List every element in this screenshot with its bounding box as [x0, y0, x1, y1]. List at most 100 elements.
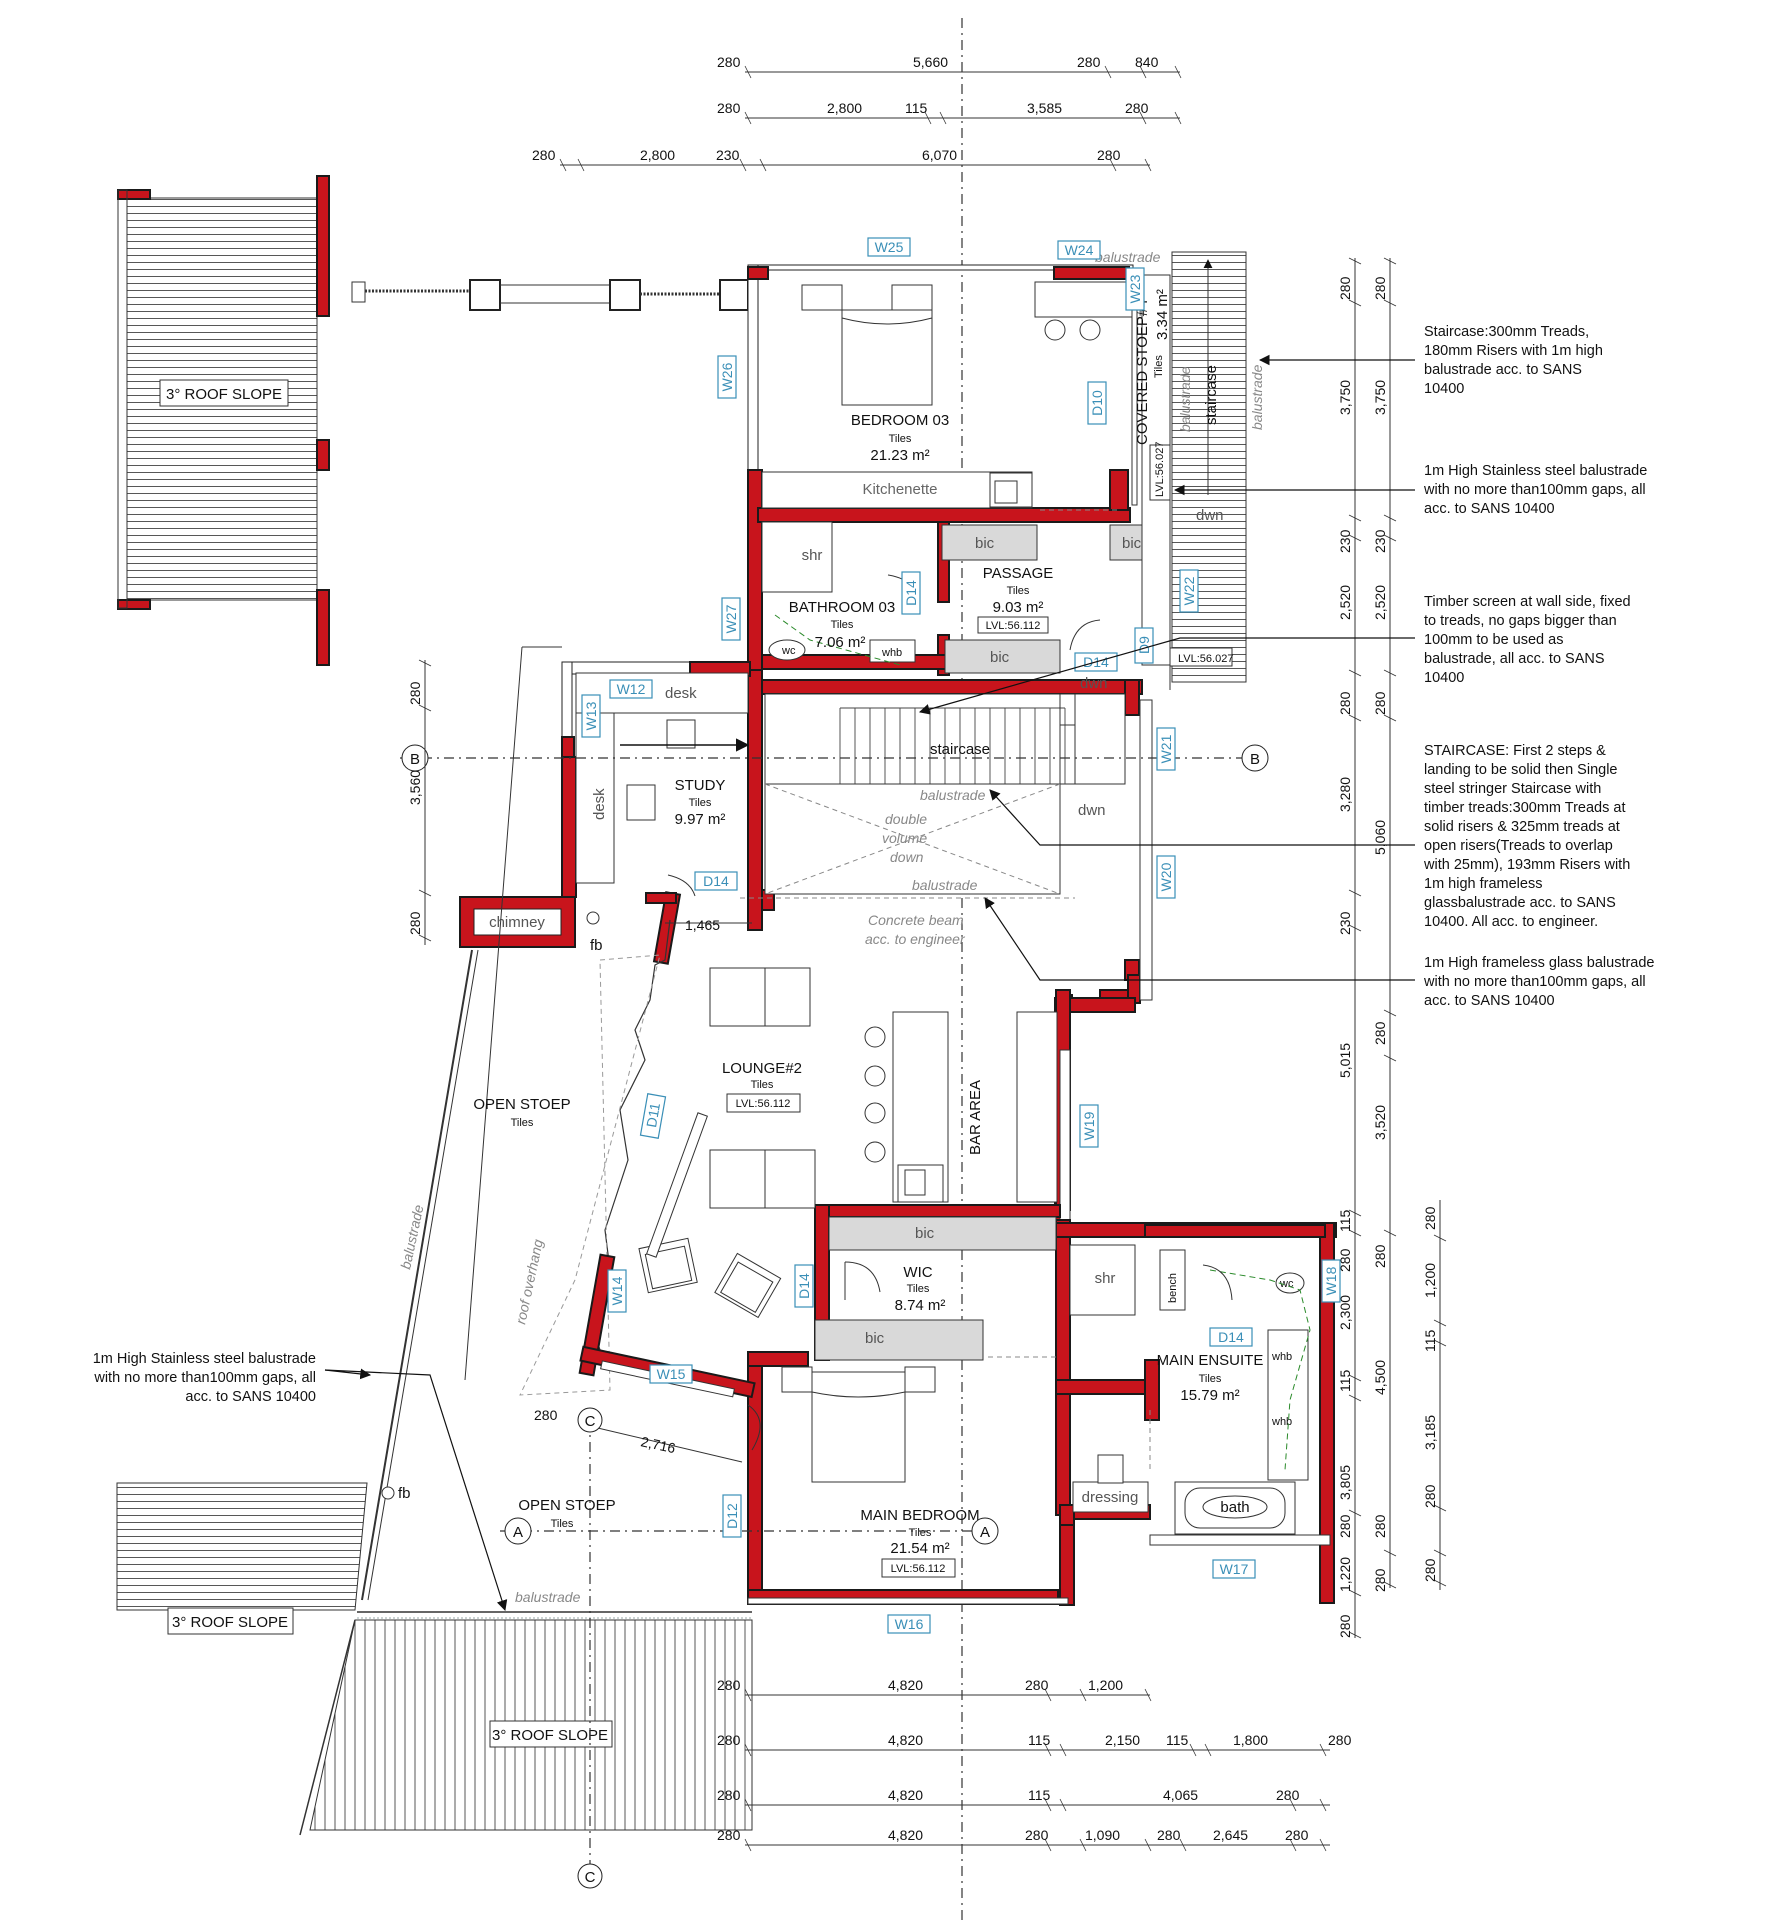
- note3-line0: Timber screen at wall side, fixed: [1424, 594, 1631, 610]
- dim-r2-9: 4,500: [1372, 1360, 1388, 1395]
- roof-slope-label-1: 3° ROOF SLOPE: [166, 386, 282, 403]
- dim-bot4-5: 2,645: [1213, 1827, 1248, 1843]
- stoep-area: 3.34 m²: [1154, 289, 1171, 340]
- dim-bot4-3: 1,090: [1085, 1827, 1120, 1843]
- dim-r2-4: 280: [1372, 691, 1388, 715]
- note1-line2: balustrade acc. to SANS: [1424, 362, 1582, 378]
- dim-r1-6: 230: [1337, 911, 1353, 935]
- grid-c-bottom: C: [585, 1869, 596, 1886]
- ensuite-shr: shr: [1095, 1270, 1116, 1287]
- ensuite-bath: bath: [1220, 1499, 1249, 1516]
- dim-bot3-3: 4,065: [1163, 1787, 1198, 1803]
- left-dimensions: 280 3,560 280: [407, 659, 432, 945]
- lounge-level: LVL:56.112: [736, 1098, 791, 1110]
- dim-top2-2: 115: [905, 100, 928, 116]
- fb-label-1: fb: [590, 937, 603, 954]
- dim-r1-7: 5,015: [1337, 1043, 1353, 1078]
- study-desk-top: desk: [665, 685, 697, 702]
- dim-r3-4: 280: [1422, 1484, 1438, 1508]
- dim-top3-4: 280: [1097, 147, 1121, 163]
- tag-w13: W13: [583, 701, 599, 730]
- passage-finish: Tiles: [1007, 585, 1030, 597]
- dim-r2-1: 3,750: [1372, 380, 1388, 415]
- roof-bottom-left: 3° ROOF SLOPE 3° ROOF SLOPE: [116, 1482, 753, 1836]
- tag-d9: D9: [1136, 636, 1152, 654]
- note4-line0: STAIRCASE: First 2 steps &: [1424, 743, 1606, 759]
- notes: Staircase:300mm Treads, 180mm Risers wit…: [93, 324, 1655, 1405]
- dim-top1-0: 280: [717, 54, 741, 70]
- concrete-beam-2: acc. to engineer: [865, 931, 966, 947]
- bottom-dimensions: 280 4,820 280 1,200 280 4,820 115 2,150 …: [717, 1677, 1352, 1852]
- dv-double: double: [885, 811, 927, 827]
- passage-bic-1: bic: [975, 535, 995, 552]
- dim-r1-11: 115: [1337, 1369, 1353, 1392]
- study: desk desk STUDY Tiles 9.97 m²: [561, 661, 751, 898]
- staircase-label: staircase: [930, 741, 990, 758]
- tag-d14-a: D14: [903, 580, 919, 606]
- passage-bic-3: bic: [990, 649, 1010, 666]
- balustrade-lower: balustrade: [515, 1589, 581, 1605]
- dim-r1-15: 280: [1337, 1614, 1353, 1638]
- wic-area: 8.74 m²: [895, 1297, 946, 1314]
- concrete-beam-1: Concrete beam: [868, 912, 964, 928]
- note2-line0: 1m High Stainless steel balustrade: [1424, 463, 1647, 479]
- bathroom03-finish: Tiles: [831, 619, 854, 631]
- study-desk-left: desk: [591, 788, 608, 820]
- dim-r1-2: 230: [1337, 529, 1353, 553]
- tag-w21: W21: [1158, 734, 1174, 763]
- stoep-balustrade-top: balustrade: [1095, 249, 1161, 265]
- dim-r1-8: 115: [1337, 1209, 1353, 1232]
- dim-bot3-1: 4,820: [888, 1787, 923, 1803]
- note4-line4: solid risers & 325mm treads at: [1424, 819, 1620, 835]
- note4-line2: steel stringer Staircase with: [1424, 781, 1601, 797]
- bathroom03-whb: whb: [881, 647, 902, 659]
- study-finish: Tiles: [689, 797, 712, 809]
- balustrade-diag: balustrade: [397, 1203, 426, 1270]
- passage-name: PASSAGE: [983, 565, 1054, 582]
- bedroom-03: BEDROOM 03 Tiles 21.23 m² Kitchenette: [761, 281, 1136, 509]
- dim-bot2-0: 280: [717, 1732, 741, 1748]
- dim-r3-0: 280: [1422, 1206, 1438, 1230]
- dim-top1-3: 840: [1135, 54, 1159, 70]
- note5-line0: 1m High frameless glass balustrade: [1424, 955, 1655, 971]
- dim-top3-0: 280: [532, 147, 556, 163]
- tag-w17: W17: [1220, 1561, 1249, 1577]
- passage: bic bic bic PASSAGE Tiles 9.03 m² LVL:56…: [941, 509, 1163, 674]
- walls-upper: [747, 264, 1143, 1239]
- wic-bic-1: bic: [915, 1225, 935, 1242]
- dim-top1-2: 280: [1077, 54, 1101, 70]
- note1-line0: Staircase:300mm Treads,: [1424, 324, 1589, 340]
- dim-left-1: 3,560: [407, 770, 423, 805]
- dim-bot2-4: 115: [1166, 1732, 1189, 1748]
- top-dimensions: 280 5,660 280 840 280 2,800 115 3,585 28…: [532, 54, 1182, 172]
- dim-r3-5: 280: [1422, 1558, 1438, 1582]
- lounge-name: LOUNGE#2: [722, 1060, 802, 1077]
- dim-r2-0: 280: [1372, 276, 1388, 300]
- stoep-dwn: dwn: [1196, 507, 1224, 524]
- dim-r3-1: 1,200: [1422, 1263, 1438, 1298]
- dim-bot1-2: 280: [1025, 1677, 1049, 1693]
- note6-line1: with no more than100mm gaps, all: [93, 1370, 316, 1386]
- bathroom-03: shr wc whb BATHROOM 03 Tiles 7.06 m²: [761, 521, 921, 666]
- passage-dwn: dwn: [1080, 675, 1108, 692]
- dim-r3-3: 3,185: [1422, 1415, 1438, 1450]
- roof-overhang-label: roof overhang: [512, 1238, 546, 1326]
- dim-bot4-1: 4,820: [888, 1827, 923, 1843]
- open-stoep-bottom-name: OPEN STOEP: [518, 1497, 615, 1514]
- dim-r2-7: 3,520: [1372, 1105, 1388, 1140]
- roof-slope-label-2: 3° ROOF SLOPE: [172, 1614, 288, 1631]
- note4-line7: 1m high frameless: [1424, 876, 1542, 892]
- dv-down: down: [890, 849, 924, 865]
- main-bedroom: MAIN BEDROOM Tiles 21.54 m² LVL:56.112: [747, 1356, 1058, 1578]
- dim-bot2-2: 115: [1028, 1732, 1051, 1748]
- kitchenette-label: Kitchenette: [862, 481, 937, 498]
- note1-line3: 10400: [1424, 381, 1464, 397]
- grid-markers: B B A A C C: [400, 744, 1269, 1889]
- dim-bot1-3: 1,200: [1088, 1677, 1123, 1693]
- main-bedroom-name: MAIN BEDROOM: [860, 1507, 979, 1524]
- passage-area: 9.03 m²: [993, 599, 1044, 616]
- tag-d14-c: D14: [703, 873, 729, 889]
- tag-d10: D10: [1089, 390, 1105, 416]
- dim-top2-1: 2,800: [827, 100, 862, 116]
- note4-line1: landing to be solid then Single: [1424, 762, 1617, 778]
